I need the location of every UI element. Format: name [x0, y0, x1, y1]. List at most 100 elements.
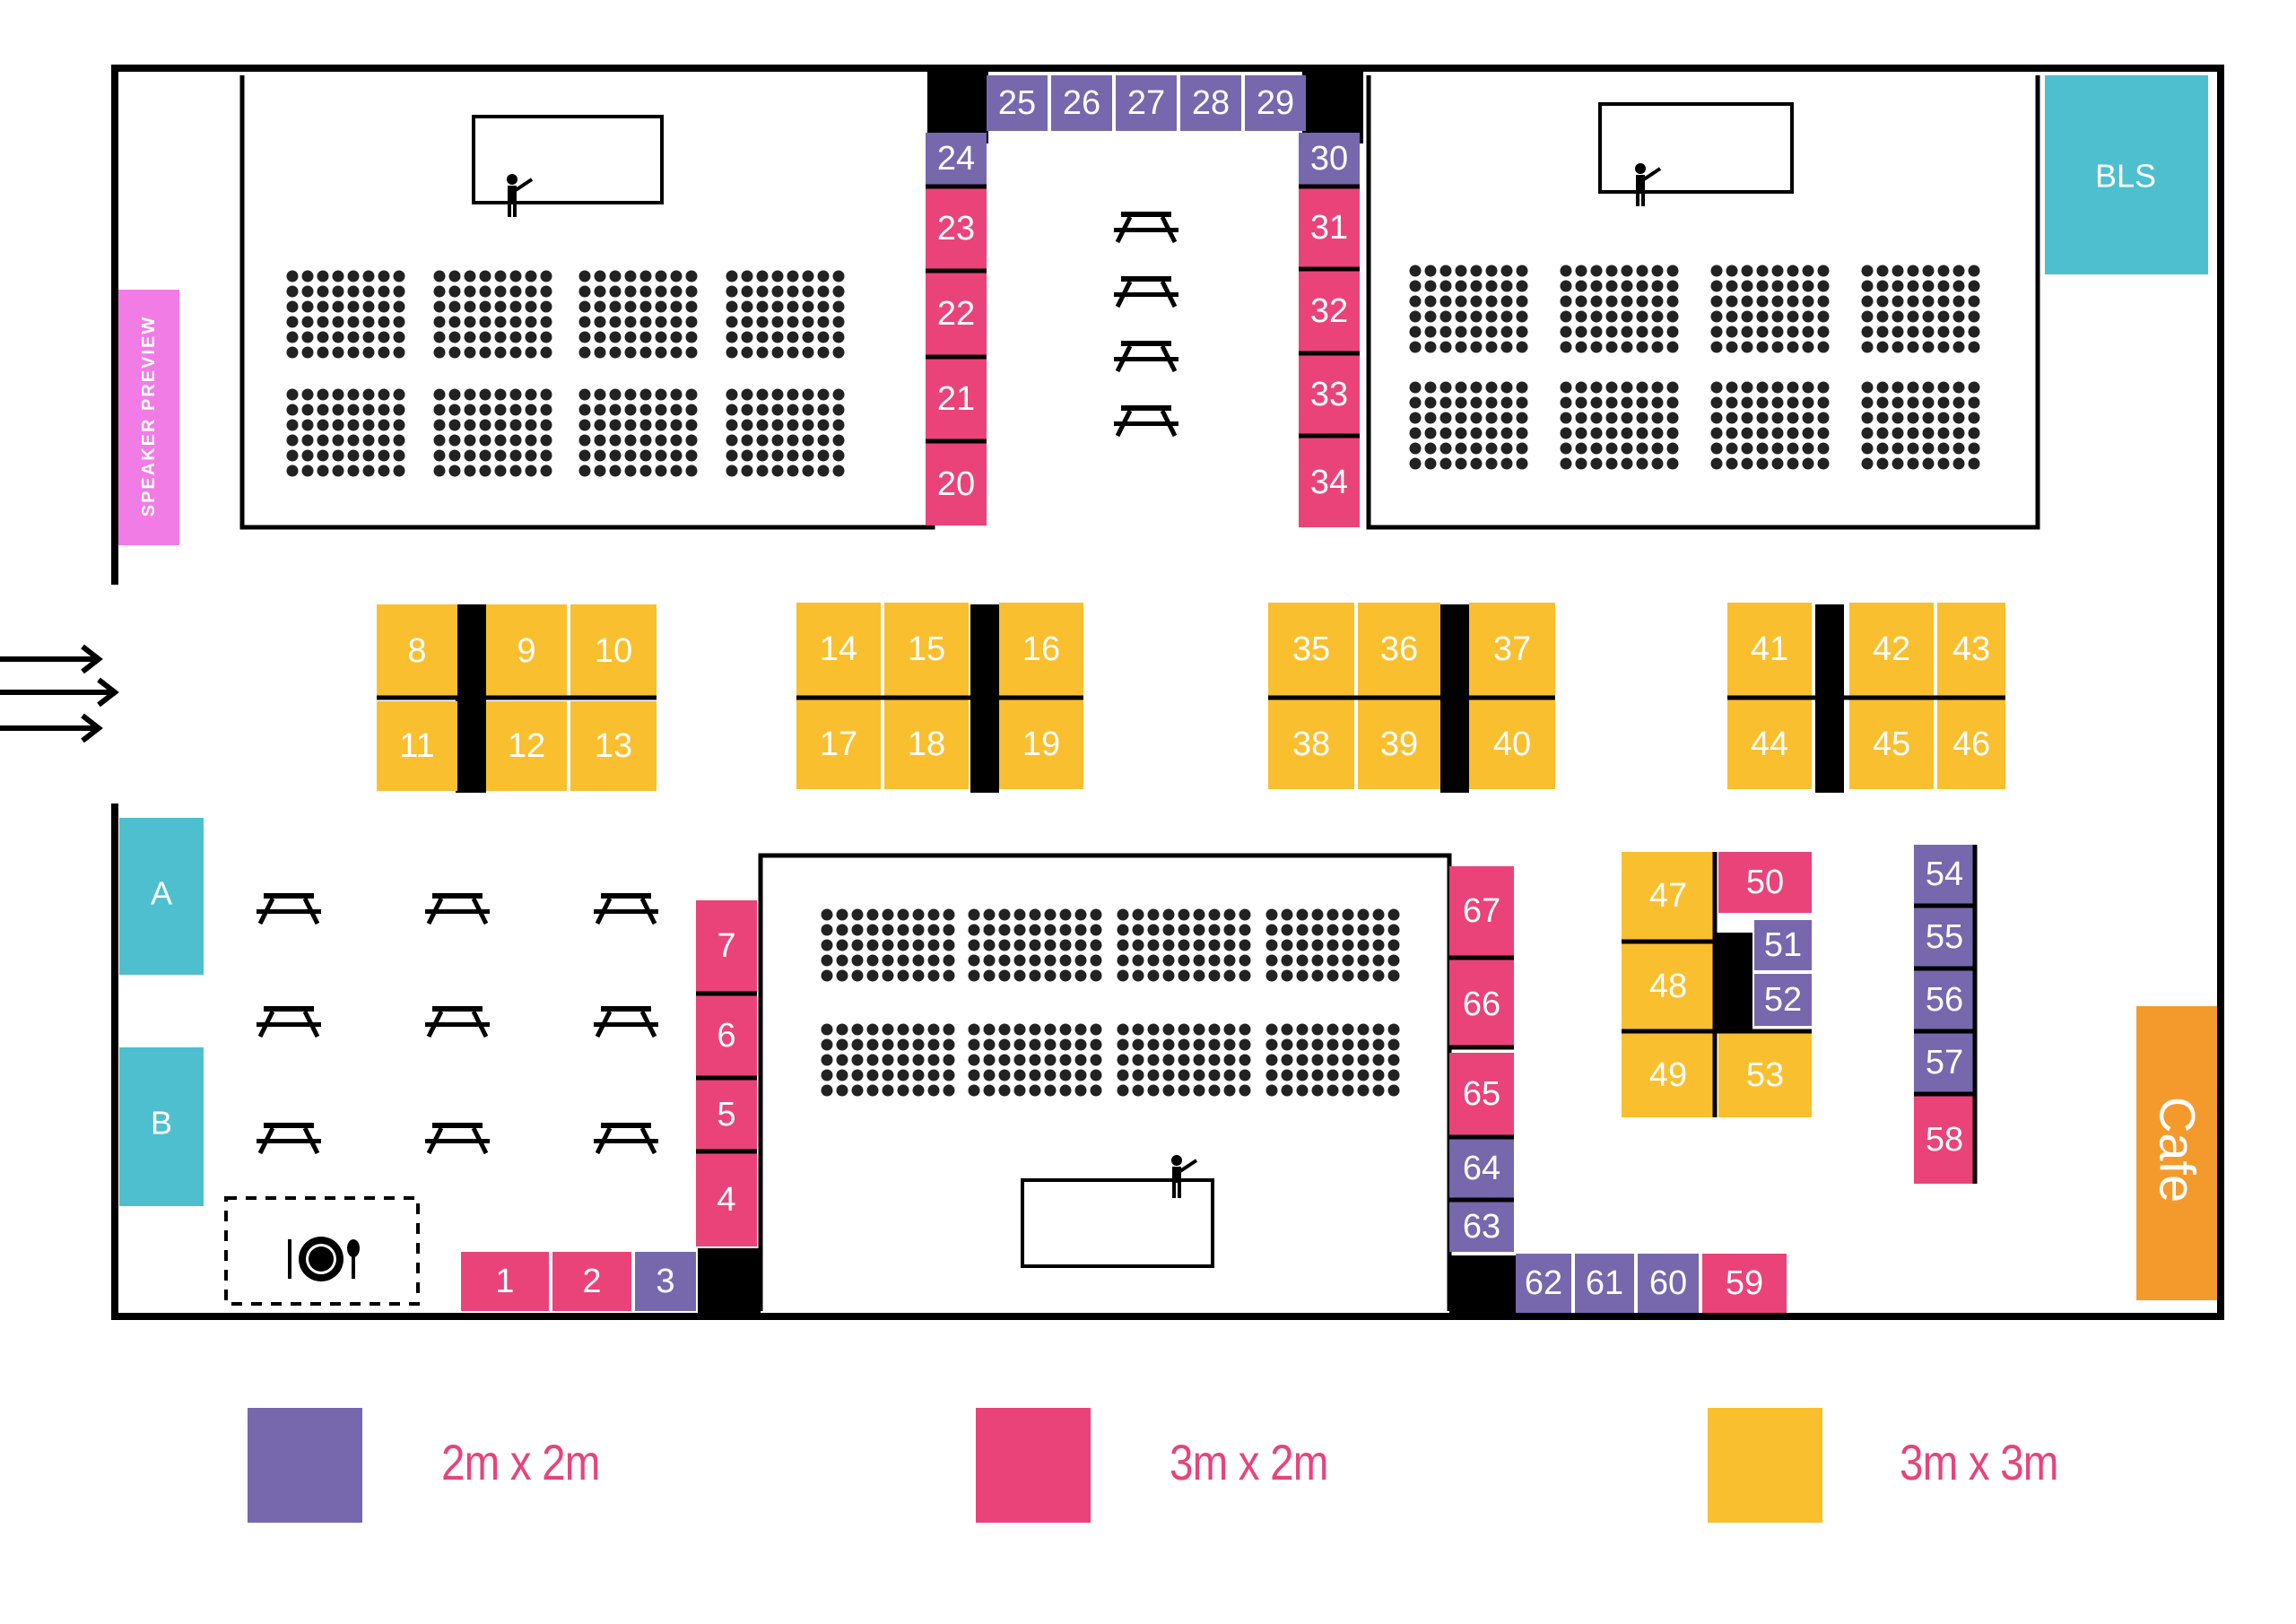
booth-63[interactable]: 63 [1449, 1202, 1514, 1252]
booth-40[interactable]: 40 [1469, 699, 1555, 789]
booth-63-fill[interactable] [1449, 1202, 1514, 1252]
booth-35[interactable]: 35 [1268, 603, 1354, 696]
booth-22-fill[interactable] [926, 273, 987, 355]
booth-50[interactable]: 50 [1718, 852, 1812, 913]
booth-28-fill[interactable] [1180, 75, 1241, 131]
booth-15[interactable]: 15 [884, 603, 969, 696]
booth-14-fill[interactable] [796, 603, 881, 696]
booth-8[interactable]: 8 [377, 604, 457, 698]
booth-31[interactable]: 31 [1299, 188, 1360, 267]
booth-54-fill[interactable] [1914, 845, 1975, 904]
booth-25[interactable]: 25 [987, 75, 1048, 131]
booth-58[interactable]: 58 [1914, 1096, 1975, 1184]
booth-54[interactable]: 54 [1914, 845, 1975, 904]
booth-62-fill[interactable] [1516, 1254, 1571, 1313]
booth-58-fill[interactable] [1914, 1096, 1975, 1184]
booth-30-fill[interactable] [1299, 133, 1360, 185]
booth-11[interactable]: 11 [377, 701, 457, 791]
booth-42-fill[interactable] [1849, 603, 1934, 696]
booth-5-fill[interactable] [696, 1080, 757, 1150]
booth-62[interactable]: 62 [1516, 1254, 1571, 1313]
booth-41[interactable]: 41 [1727, 603, 1812, 696]
booth-66[interactable]: 66 [1449, 960, 1514, 1049]
booth-12-fill[interactable] [486, 701, 567, 791]
booth-10[interactable]: 10 [570, 604, 657, 698]
booth-3-fill[interactable] [635, 1252, 696, 1311]
booth-44-fill[interactable] [1727, 699, 1812, 789]
booth-28[interactable]: 28 [1180, 75, 1241, 131]
booth-38[interactable]: 38 [1268, 699, 1354, 789]
booth-33-fill[interactable] [1299, 355, 1360, 434]
booth-21-fill[interactable] [926, 359, 987, 439]
booth-13-fill[interactable] [570, 701, 657, 791]
booth-36[interactable]: 36 [1358, 603, 1440, 696]
booth-19[interactable]: 19 [999, 699, 1083, 789]
booth-34-fill[interactable] [1299, 438, 1360, 527]
booth-61-fill[interactable] [1575, 1254, 1634, 1313]
booth-25-fill[interactable] [987, 75, 1048, 131]
booth-55-fill[interactable] [1914, 908, 1975, 967]
booth-31-fill[interactable] [1299, 188, 1360, 267]
booth-46-fill[interactable] [1937, 699, 2005, 789]
booth-36-fill[interactable] [1358, 603, 1440, 696]
booth-45[interactable]: 45 [1849, 699, 1934, 789]
booth-27-fill[interactable] [1116, 75, 1177, 131]
booth-49-fill[interactable] [1622, 1033, 1715, 1117]
booth-24[interactable]: 24 [926, 133, 987, 185]
booth-1-fill[interactable] [461, 1252, 549, 1311]
booth-51-fill[interactable] [1754, 920, 1812, 970]
booth-3[interactable]: 3 [635, 1252, 696, 1311]
booth-57[interactable]: 57 [1914, 1033, 1975, 1092]
booth-6[interactable]: 6 [696, 995, 757, 1076]
booth-10-fill[interactable] [570, 604, 657, 698]
booth-37[interactable]: 37 [1469, 603, 1555, 696]
booth-66-fill[interactable] [1449, 960, 1514, 1049]
booth-56-fill[interactable] [1914, 970, 1975, 1029]
booth-38-fill[interactable] [1268, 699, 1354, 789]
booth-65-fill[interactable] [1449, 1053, 1514, 1135]
booth-44[interactable]: 44 [1727, 699, 1812, 789]
booth-16-fill[interactable] [999, 603, 1083, 696]
booth-19-fill[interactable] [999, 699, 1083, 789]
booth-64-fill[interactable] [1449, 1139, 1514, 1198]
booth-39[interactable]: 39 [1358, 699, 1440, 789]
booth-20[interactable]: 20 [926, 443, 987, 525]
booth-60[interactable]: 60 [1638, 1254, 1699, 1313]
booth-49[interactable]: 49 [1622, 1033, 1715, 1117]
booth-2-fill[interactable] [552, 1252, 631, 1311]
booth-9[interactable]: 9 [486, 604, 567, 698]
booth-56[interactable]: 56 [1914, 970, 1975, 1029]
booth-29-fill[interactable] [1245, 75, 1306, 131]
booth-48[interactable]: 48 [1622, 943, 1715, 1029]
booth-53-fill[interactable] [1718, 1033, 1812, 1117]
booth-37-fill[interactable] [1469, 603, 1555, 696]
booth-15-fill[interactable] [884, 603, 969, 696]
booth-20-fill[interactable] [926, 443, 987, 525]
booth-43-fill[interactable] [1937, 603, 2005, 696]
booth-57-fill[interactable] [1914, 1033, 1975, 1092]
booth-53[interactable]: 53 [1718, 1033, 1812, 1117]
booth-67-fill[interactable] [1449, 866, 1514, 956]
booth-23-fill[interactable] [926, 188, 987, 269]
booth-59-fill[interactable] [1702, 1254, 1787, 1313]
booth-43[interactable]: 43 [1937, 603, 2005, 696]
booth-17-fill[interactable] [796, 699, 881, 789]
booth-18-fill[interactable] [884, 699, 969, 789]
booth-7[interactable]: 7 [696, 900, 757, 992]
booth-51[interactable]: 51 [1754, 920, 1812, 970]
booth-12[interactable]: 12 [486, 701, 567, 791]
booth-30[interactable]: 30 [1299, 133, 1360, 185]
booth-17[interactable]: 17 [796, 699, 881, 789]
booth-39-fill[interactable] [1358, 699, 1440, 789]
booth-61[interactable]: 61 [1575, 1254, 1634, 1313]
booth-40-fill[interactable] [1469, 699, 1555, 789]
booth-52[interactable]: 52 [1754, 974, 1812, 1026]
booth-42[interactable]: 42 [1849, 603, 1934, 696]
booth-22[interactable]: 22 [926, 273, 987, 355]
booth-18[interactable]: 18 [884, 699, 969, 789]
booth-48-fill[interactable] [1622, 943, 1715, 1029]
booth-23[interactable]: 23 [926, 188, 987, 269]
booth-7-fill[interactable] [696, 900, 757, 992]
booth-52-fill[interactable] [1754, 974, 1812, 1026]
booth-35-fill[interactable] [1268, 603, 1354, 696]
